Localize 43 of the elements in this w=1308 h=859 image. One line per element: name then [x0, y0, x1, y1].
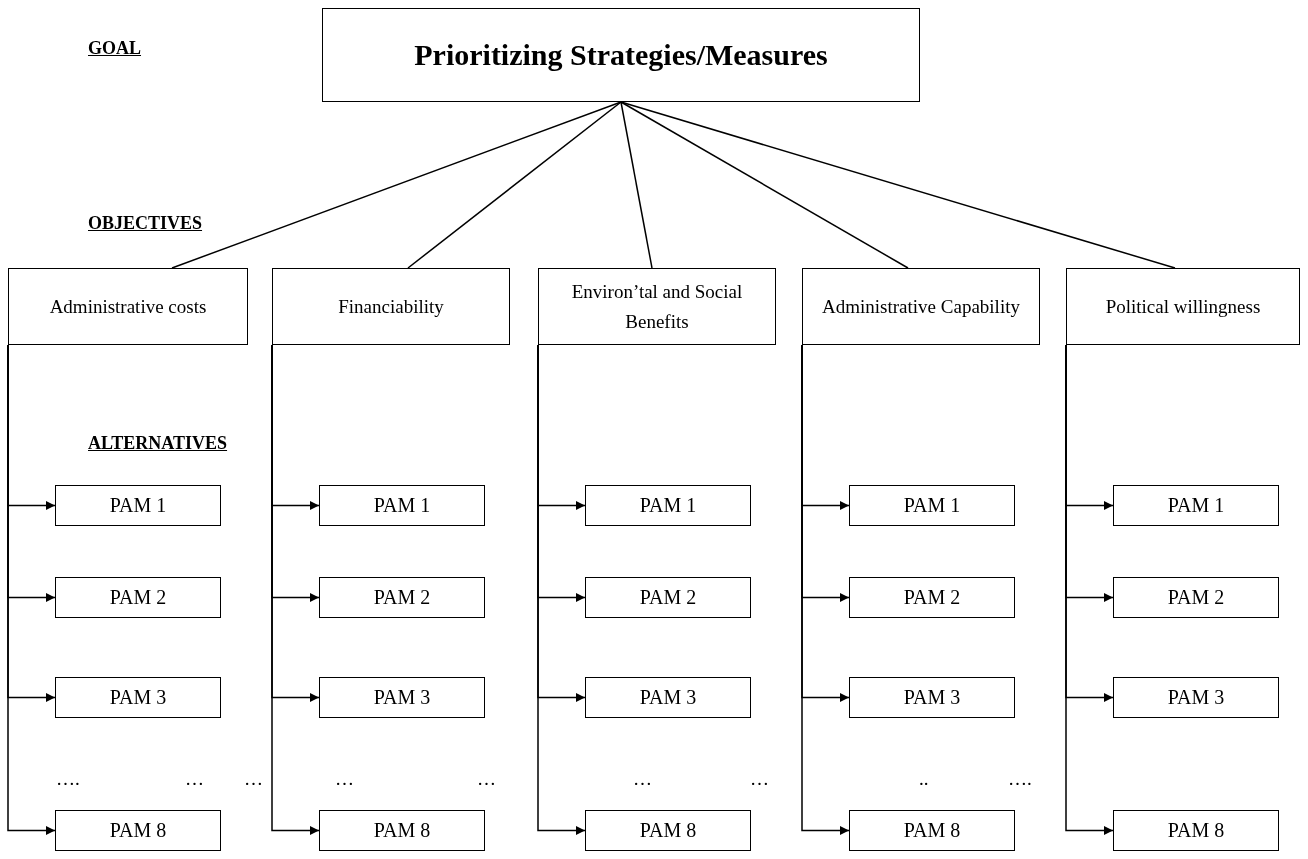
ellipsis: … [633, 768, 652, 790]
alternative-box: PAM 8 [585, 810, 751, 851]
level-heading: OBJECTIVES [88, 213, 203, 234]
alternative-box: PAM 8 [55, 810, 221, 851]
objective-box: Financiability [272, 268, 510, 345]
alternative-box: PAM 8 [849, 810, 1015, 851]
objective-box: Environ’tal and Social Benefits [538, 268, 776, 345]
alternative-box: PAM 1 [1113, 485, 1279, 526]
alternative-box: PAM 3 [55, 677, 221, 718]
alternative-box: PAM 8 [1113, 810, 1279, 851]
ellipsis: …. [1008, 768, 1032, 790]
ellipsis: … [185, 768, 204, 790]
ellipsis: … [335, 768, 354, 790]
ellipsis: …. [56, 768, 80, 790]
alternative-box: PAM 8 [319, 810, 485, 851]
goal-box: Prioritizing Strategies/Measures [322, 8, 920, 102]
level-heading: GOAL [88, 38, 141, 59]
connector-line [407, 101, 622, 269]
alternative-box: PAM 1 [849, 485, 1015, 526]
alternative-box: PAM 3 [319, 677, 485, 718]
alternative-box: PAM 2 [55, 577, 221, 618]
objective-box: Administrative costs [8, 268, 248, 345]
alternative-box: PAM 1 [585, 485, 751, 526]
level-heading: ALTERNATIVES [88, 433, 228, 454]
alternative-box: PAM 2 [1113, 577, 1279, 618]
alternative-box: PAM 3 [585, 677, 751, 718]
objective-box: Political willingness [1066, 268, 1300, 345]
ellipsis: .. [919, 768, 929, 790]
connector-line [620, 101, 653, 269]
alternative-box: PAM 2 [319, 577, 485, 618]
ellipsis: … [244, 768, 263, 790]
alternative-box: PAM 1 [319, 485, 485, 526]
alternative-box: PAM 1 [55, 485, 221, 526]
objective-box: Administrative Capability [802, 268, 1040, 345]
ellipsis: … [750, 768, 769, 790]
ellipsis: … [477, 768, 496, 790]
connector-line [620, 101, 909, 269]
alternative-box: PAM 3 [1113, 677, 1279, 718]
connector-line [171, 101, 622, 269]
alternative-box: PAM 2 [585, 577, 751, 618]
alternative-box: PAM 3 [849, 677, 1015, 718]
connector-line [620, 101, 1176, 269]
alternative-box: PAM 2 [849, 577, 1015, 618]
